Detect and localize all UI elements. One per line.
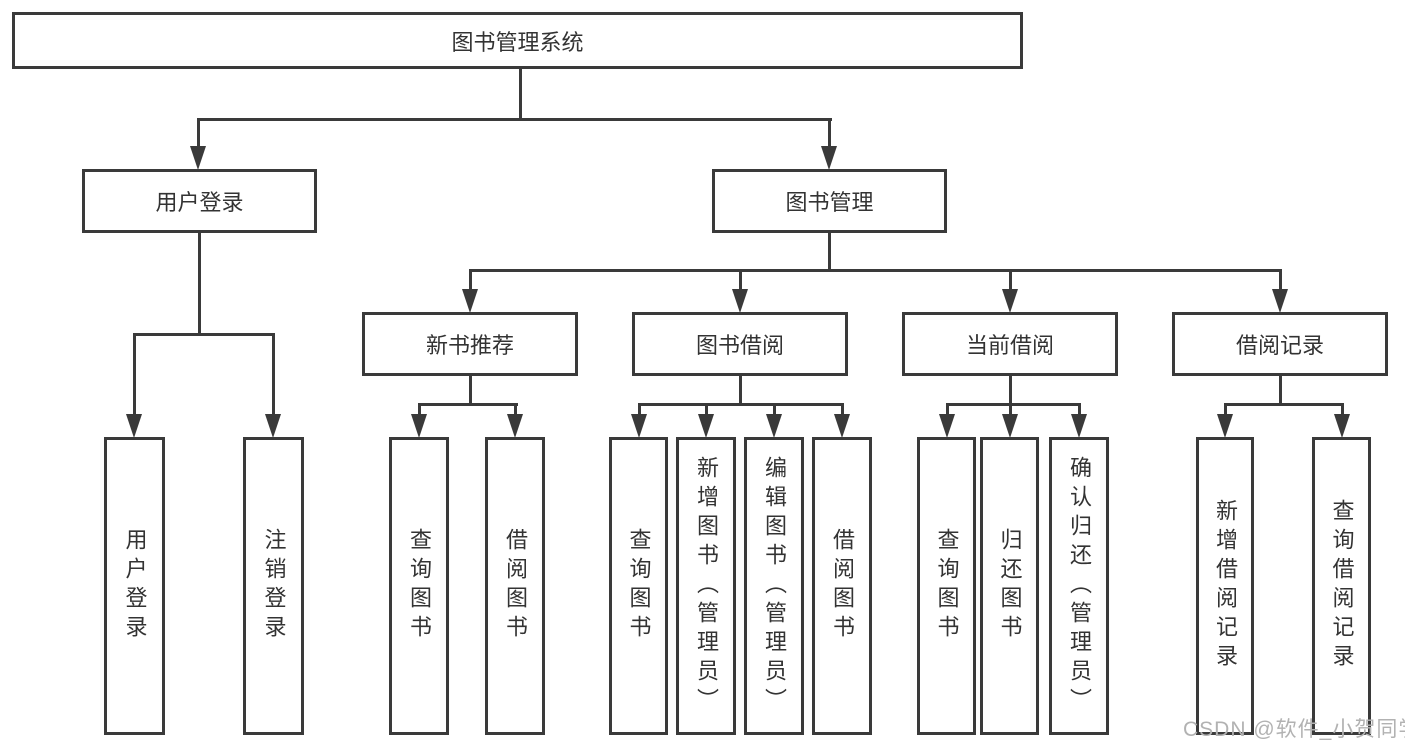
connector-line [739, 269, 742, 291]
arrowhead-down-icon [766, 414, 782, 438]
node-current-borrowing: 当前借阅 [902, 312, 1118, 376]
node-user-login: 用户登录 [82, 169, 317, 233]
connector-line [1279, 376, 1282, 406]
connector-line [418, 403, 421, 417]
leaf-logout-label: 注销登录 [261, 528, 287, 644]
connector-line [828, 233, 831, 272]
connector-line [1009, 403, 1012, 417]
leaf-nb-borrow-books-label: 借阅图书 [503, 528, 528, 644]
node-user-login-label: 用户登录 [155, 190, 244, 215]
leaf-bb-borrow-books: 借阅图书 [812, 437, 872, 735]
leaf-user-login-label: 用户登录 [122, 528, 148, 644]
node-current-borrowing-label: 当前借阅 [965, 333, 1054, 358]
arrowhead-down-icon [190, 146, 206, 170]
node-library-system-label: 图书管理系统 [451, 29, 584, 55]
arrowhead-down-icon [732, 289, 748, 313]
leaf-user-login: 用户登录 [104, 437, 165, 735]
leaf-cb-query-books: 查询图书 [917, 437, 976, 735]
leaf-cb-confirm-return-admin: 确认归还（管理员） [1049, 437, 1109, 735]
connector-line [519, 69, 522, 121]
leaf-bb-edit-books-admin: 编辑图书（管理员） [744, 437, 804, 735]
leaf-bb-add-books-admin-label: 新增图书（管理员） [694, 455, 719, 717]
connector-line [197, 118, 832, 121]
leaf-nb-query-books-label: 查询图书 [407, 528, 432, 644]
leaf-cb-return-books: 归还图书 [980, 437, 1039, 735]
connector-line [469, 376, 472, 406]
leaf-nb-borrow-books: 借阅图书 [485, 437, 545, 735]
arrowhead-down-icon [1071, 414, 1087, 438]
node-borrowing-records-label: 借阅记录 [1235, 333, 1324, 358]
connector-line [133, 333, 275, 336]
connector-line [773, 403, 776, 417]
arrowhead-down-icon [265, 414, 281, 438]
arrowhead-down-icon [834, 414, 850, 438]
arrowhead-down-icon [462, 289, 478, 313]
arrowhead-down-icon [1002, 414, 1018, 438]
node-book-borrowing-label: 图书借阅 [695, 333, 784, 358]
leaf-cb-confirm-return-admin-label: 确认归还（管理员） [1067, 455, 1092, 717]
node-new-book-recommendation: 新书推荐 [362, 312, 578, 376]
leaf-bb-edit-books-admin-label: 编辑图书（管理员） [762, 455, 787, 717]
connector-line [197, 118, 200, 148]
connector-line [418, 403, 518, 406]
leaf-bb-borrow-books-label: 借阅图书 [830, 528, 855, 644]
connector-line [946, 403, 949, 417]
node-library-system: 图书管理系统 [12, 12, 1023, 69]
connector-line [841, 403, 844, 417]
arrowhead-down-icon [1272, 289, 1288, 313]
arrowhead-down-icon [631, 414, 647, 438]
connector-line [1009, 269, 1012, 291]
connector-line [1279, 269, 1282, 291]
connector-line [1009, 376, 1012, 406]
node-borrowing-records: 借阅记录 [1172, 312, 1388, 376]
connector-line [1078, 403, 1081, 417]
connector-line [739, 376, 742, 406]
leaf-cb-query-books-label: 查询图书 [934, 528, 960, 644]
arrowhead-down-icon [939, 414, 955, 438]
arrowhead-down-icon [821, 146, 837, 170]
node-book-management: 图书管理 [712, 169, 947, 233]
leaf-nb-query-books: 查询图书 [389, 437, 449, 735]
arrowhead-down-icon [1217, 414, 1233, 438]
connector-line [272, 335, 275, 415]
connector-line [638, 403, 844, 406]
node-book-borrowing: 图书借阅 [632, 312, 848, 376]
connector-line [198, 233, 201, 336]
leaf-cb-return-books-label: 归还图书 [997, 528, 1023, 644]
leaf-br-query-record-label: 查询借阅记录 [1329, 499, 1355, 673]
connector-line [469, 269, 1282, 272]
arrowhead-down-icon [698, 414, 714, 438]
leaf-br-add-record: 新增借阅记录 [1196, 437, 1254, 735]
arrowhead-down-icon [411, 414, 427, 438]
connector-line [638, 403, 641, 417]
node-book-management-label: 图书管理 [785, 190, 874, 215]
leaf-logout: 注销登录 [243, 437, 304, 735]
leaf-bb-query-books-label: 查询图书 [626, 528, 652, 644]
connector-line [946, 403, 1081, 406]
connector-line [1224, 403, 1344, 406]
leaf-br-add-record-label: 新增借阅记录 [1213, 499, 1238, 673]
connector-line [828, 118, 831, 148]
arrowhead-down-icon [1334, 414, 1350, 438]
node-new-book-recommendation-label: 新书推荐 [425, 333, 514, 358]
connector-line [514, 403, 517, 417]
connector-line [1224, 403, 1227, 417]
connector-line [1341, 403, 1344, 417]
leaf-bb-add-books-admin: 新增图书（管理员） [676, 437, 736, 735]
leaf-br-query-record: 查询借阅记录 [1312, 437, 1371, 735]
csdn-watermark: CSDN @软件_小贺同学 [1183, 718, 1405, 741]
connector-line [133, 335, 136, 415]
arrowhead-down-icon [1002, 289, 1018, 313]
arrowhead-down-icon [126, 414, 142, 438]
leaf-bb-query-books: 查询图书 [609, 437, 668, 735]
arrowhead-down-icon [507, 414, 523, 438]
connector-line [469, 269, 472, 291]
connector-line [705, 403, 708, 417]
